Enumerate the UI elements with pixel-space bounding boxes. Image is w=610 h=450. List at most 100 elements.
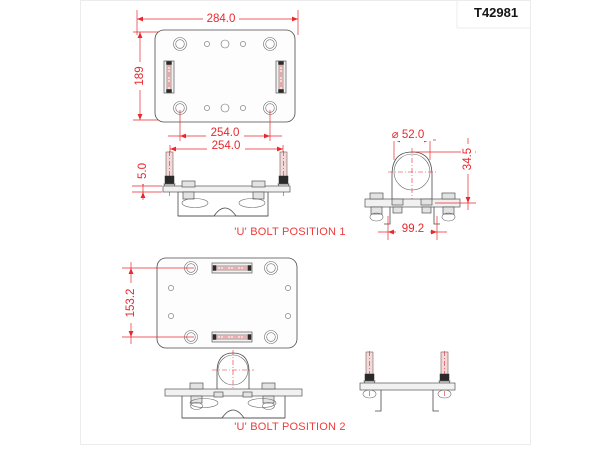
bolt-inner-left-1-nut bbox=[391, 198, 404, 206]
mount-hole-2-br bbox=[264, 330, 278, 344]
caption-position-1: 'U' BOLT POSITION 1 bbox=[234, 226, 346, 238]
dim-189-text-bg bbox=[133, 62, 147, 90]
nut-inner-right-1-bottom bbox=[252, 191, 265, 200]
arrow-284-right bbox=[292, 16, 298, 22]
bolt-outer-left-1-cap bbox=[369, 212, 384, 222]
dimension-bracket-width: 99.2 bbox=[378, 216, 447, 240]
plate-outline-2 bbox=[156, 257, 298, 349]
small-hole-bottom-3 bbox=[240, 105, 246, 111]
ubolt-slot-top-2-nut-r bbox=[247, 265, 252, 271]
bolt-inner-left-1-washer bbox=[392, 206, 403, 214]
small-hole-2-r2 bbox=[285, 313, 291, 319]
ubolt-leg-left-1-nut bbox=[164, 175, 175, 185]
side-plate-2 bbox=[359, 382, 456, 391]
dim-5-value: 5.0 bbox=[137, 163, 149, 179]
bracket-body-2-outline bbox=[181, 396, 286, 419]
bolt-outer-right-1-cap bbox=[441, 212, 456, 222]
dim-52-value: ⌀ 52.0 bbox=[392, 129, 425, 141]
dim-345-text-bg bbox=[461, 144, 475, 174]
bracket-body-1-outline bbox=[177, 192, 269, 217]
dim-5-text-bg bbox=[136, 158, 150, 184]
mount-hole-2-tr-inner bbox=[266, 263, 276, 273]
view-side-position2 bbox=[359, 351, 456, 412]
mount-hole-tl bbox=[173, 37, 187, 51]
small-hole-2-l1 bbox=[168, 285, 174, 291]
bracket-slot-right-2 bbox=[247, 398, 277, 408]
bracket-body-1-notch bbox=[178, 207, 268, 217]
ubolt-hook-left-1 bbox=[384, 207, 391, 225]
dim-1532-text-bg bbox=[124, 283, 138, 323]
nut-inner-left-1-bottom bbox=[182, 191, 195, 200]
ubolt-leg-right-2-nut bbox=[439, 373, 450, 382]
mount-hole-tr-inner bbox=[265, 39, 275, 49]
plate-outline-1 bbox=[154, 29, 296, 123]
ubolt-hook-right-1 bbox=[433, 207, 440, 225]
arrow-189-top bbox=[137, 32, 143, 38]
nut-assembly-inner-right-1 bbox=[238, 180, 266, 208]
dim-254a-value: 254.0 bbox=[211, 127, 240, 139]
dim-992-text-bg bbox=[396, 222, 430, 235]
dimension-plate-height: 189 bbox=[133, 31, 158, 121]
nut-inner-left-1-slot bbox=[181, 198, 209, 208]
bolt-outer-right-1-washer bbox=[442, 206, 455, 215]
ubolt-slot-bottom-2-nut-r bbox=[247, 334, 252, 340]
view-top-plate-position1: 284.0 189 254.0 bbox=[133, 9, 299, 141]
dimension-slot-spacing: 153.2 bbox=[122, 262, 194, 344]
dim-284-text-bg bbox=[203, 9, 239, 22]
arrow-254b-right bbox=[277, 146, 283, 152]
dim-189-value: 189 bbox=[134, 66, 146, 85]
dim-254a-text-bg bbox=[206, 126, 244, 139]
view-front-position1: ⌀ 52.0 34.5 99.2 bbox=[364, 128, 476, 240]
bolt-outer-right-2-washer bbox=[262, 395, 275, 404]
nut-inner-left-1-top bbox=[181, 180, 196, 188]
dimension-plate-thickness: 5.0 bbox=[132, 158, 162, 200]
bolt-outer-right-2-cap bbox=[262, 402, 275, 410]
bolt-outer-left-2-nut bbox=[189, 382, 204, 390]
bolt-inner-right-1-nut bbox=[420, 198, 433, 206]
arrow-992-right bbox=[431, 229, 437, 235]
small-hole-2-l2 bbox=[168, 313, 174, 319]
ubolt-leg-right-2 bbox=[437, 351, 452, 399]
arrow-284-left bbox=[137, 16, 143, 22]
mount-hole-2-br-inner bbox=[266, 332, 276, 342]
ubolt-hook-left-2 bbox=[375, 390, 382, 412]
mount-hole-tr bbox=[263, 37, 277, 51]
ubolt-slot-bottom-2 bbox=[211, 331, 253, 343]
arrow-345-bottom bbox=[465, 197, 471, 203]
small-hole-top-3 bbox=[240, 41, 246, 47]
bolt-outer-left-2-cap bbox=[190, 402, 203, 410]
dimension-hole-spacing-width: 254.0 bbox=[168, 110, 282, 141]
bolt-outer-left-1-washer bbox=[370, 206, 383, 215]
bracket-slot-left-2 bbox=[189, 398, 219, 408]
bracket-body-2-notch bbox=[182, 409, 285, 419]
bolt-inner-right-1-washer bbox=[421, 206, 432, 214]
arrow-189-bottom bbox=[137, 114, 143, 120]
dimension-pipe-diameter: ⌀ 52.0 bbox=[383, 128, 436, 160]
dimension-ubolt-spacing: 254.0 bbox=[169, 140, 284, 162]
ubolt-slot-right bbox=[275, 60, 287, 94]
caption-position-2: 'U' BOLT POSITION 2 bbox=[234, 421, 346, 433]
drawing-frame bbox=[80, 0, 531, 445]
view-front-position2: 'U' BOLT POSITION 2 bbox=[164, 350, 346, 433]
bolt-outer-right-2-nut bbox=[261, 382, 276, 390]
arrow-992-left bbox=[388, 229, 394, 235]
arrow-1532-top bbox=[128, 268, 134, 274]
bolt-inner-left-1 bbox=[391, 198, 404, 214]
small-hole-2-r1 bbox=[285, 285, 291, 291]
small-hole-bottom-2 bbox=[220, 103, 230, 113]
dim-254b-value: 254.0 bbox=[212, 140, 241, 152]
arrow-254a-right bbox=[264, 133, 270, 139]
view-top-plate-position2: 153.2 bbox=[122, 257, 298, 349]
bolt-outer-right-2 bbox=[261, 382, 276, 410]
small-hole-top-1 bbox=[204, 41, 210, 47]
dimension-plate-width: 284.0 bbox=[136, 9, 299, 35]
ubolt-slot-right-nut-bottom bbox=[278, 89, 284, 93]
dim-52-text-bg bbox=[383, 128, 433, 141]
ubolt-slot-right-nut-top bbox=[278, 61, 284, 65]
nut-assembly-inner-left-1 bbox=[181, 180, 209, 208]
arrow-254a-left bbox=[180, 133, 186, 139]
nut-inner-left-2 bbox=[213, 391, 224, 398]
dim-992-value: 99.2 bbox=[402, 223, 424, 235]
